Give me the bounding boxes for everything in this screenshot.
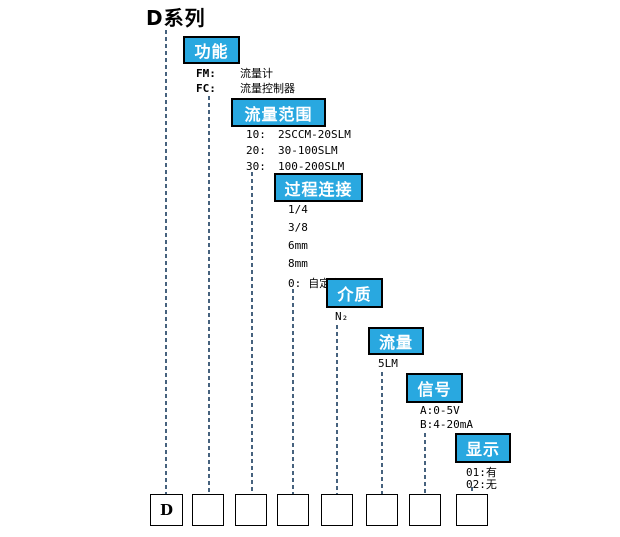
option-row: B:4-20mA [420, 418, 473, 432]
option-desc: 02:无 [466, 478, 497, 491]
code-box-series: D [150, 494, 183, 526]
option-code: 10: [246, 128, 266, 141]
option-row: 02:无 [466, 476, 497, 491]
option-row: 01:有 [466, 464, 497, 479]
group-header-flow: 流量 [368, 327, 424, 355]
connector-line-flow [381, 372, 383, 494]
option-row: FC: 流量控制器 [196, 80, 295, 95]
option-code: 20: [246, 144, 266, 157]
option-code: 0: [288, 277, 302, 290]
code-box-display [456, 494, 488, 526]
connector-line-series [165, 30, 167, 494]
option-row: 5LM [378, 357, 398, 370]
page-title: D系列 [146, 6, 206, 30]
code-box-process-connection [277, 494, 309, 526]
option-desc: A:0-5V [420, 404, 460, 417]
group-options-signal: A:0-5V B:4-20mA [420, 404, 473, 432]
option-desc: 6mm [288, 239, 308, 252]
option-desc: B:4-20mA [420, 418, 473, 431]
option-desc: 30-100SLM [278, 144, 338, 157]
option-row: A:0-5V [420, 404, 473, 418]
option-desc: 5LM [378, 357, 398, 370]
connector-line-signal [424, 433, 426, 494]
connector-line-process-connection [292, 289, 294, 494]
option-row: FM: 流量计 [196, 65, 295, 80]
option-row: 20: 30-100SLM [246, 144, 351, 160]
option-row: N₂ [335, 310, 348, 323]
connector-line-function [208, 96, 210, 494]
code-box-signal [409, 494, 441, 526]
group-options-flow: 5LM [378, 357, 398, 370]
group-options-function: FM: 流量计 FC: 流量控制器 [196, 65, 295, 95]
group-header-medium: 介质 [326, 278, 383, 308]
option-desc: N₂ [335, 310, 349, 323]
group-options-medium: N₂ [335, 310, 348, 323]
connector-line-medium [336, 325, 338, 494]
option-row: 8mm [288, 257, 341, 275]
group-options-display: 01:有 02:无 [466, 464, 497, 491]
code-box-function [192, 494, 224, 526]
option-desc: 01:有 [466, 466, 497, 479]
group-header-process-connection: 过程连接 [274, 173, 363, 202]
option-desc: 1/4 [288, 203, 308, 216]
option-code: 30: [246, 160, 266, 173]
option-desc: 2SCCM-20SLM [278, 128, 351, 141]
option-desc: 流量控制器 [240, 82, 295, 95]
option-code: FM: [196, 67, 216, 80]
option-desc: 100-200SLM [278, 160, 345, 173]
group-header-flow-range: 流量范围 [231, 98, 326, 127]
group-header-function: 功能 [183, 36, 240, 64]
option-row: 6mm [288, 239, 341, 257]
group-header-display: 显示 [455, 433, 511, 463]
group-options-flow-range: 10: 2SCCM-20SLM 20: 30-100SLM 30: 100-20… [246, 128, 351, 176]
group-header-signal: 信号 [406, 373, 463, 403]
option-row: 30: 100-200SLM [246, 160, 351, 176]
option-desc: 8mm [288, 257, 308, 270]
code-box-flow [366, 494, 398, 526]
option-row: 10: 2SCCM-20SLM [246, 128, 351, 144]
option-code: FC: [196, 82, 216, 95]
option-desc: 流量计 [240, 67, 273, 80]
option-desc: 3/8 [288, 221, 308, 234]
option-row: 1/4 [288, 203, 341, 221]
code-box-flow-range [235, 494, 267, 526]
option-row: 3/8 [288, 221, 341, 239]
connector-line-display [471, 487, 473, 494]
code-box-medium [321, 494, 353, 526]
connector-line-flow-range [251, 172, 253, 494]
